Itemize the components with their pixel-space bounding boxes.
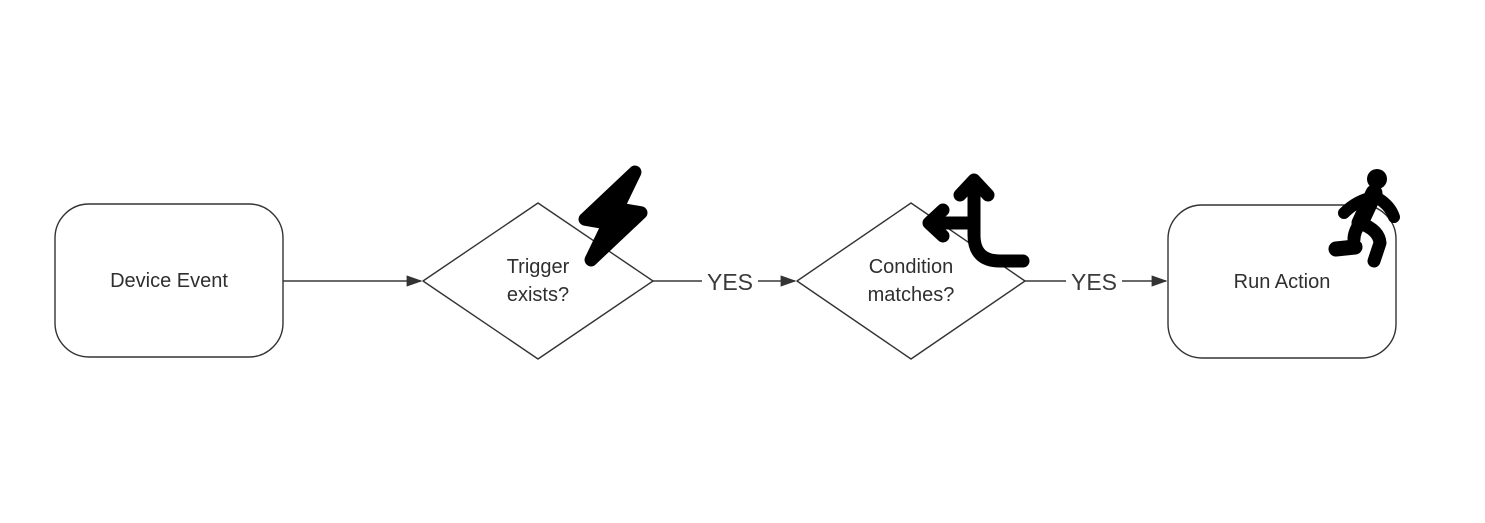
node-device-event-shape xyxy=(54,203,284,358)
person-running-icon xyxy=(1328,169,1400,268)
bolt-icon xyxy=(578,165,648,267)
arrows-split-up-left-icon xyxy=(922,173,1030,268)
node-condition-matches-shape xyxy=(796,202,1026,360)
